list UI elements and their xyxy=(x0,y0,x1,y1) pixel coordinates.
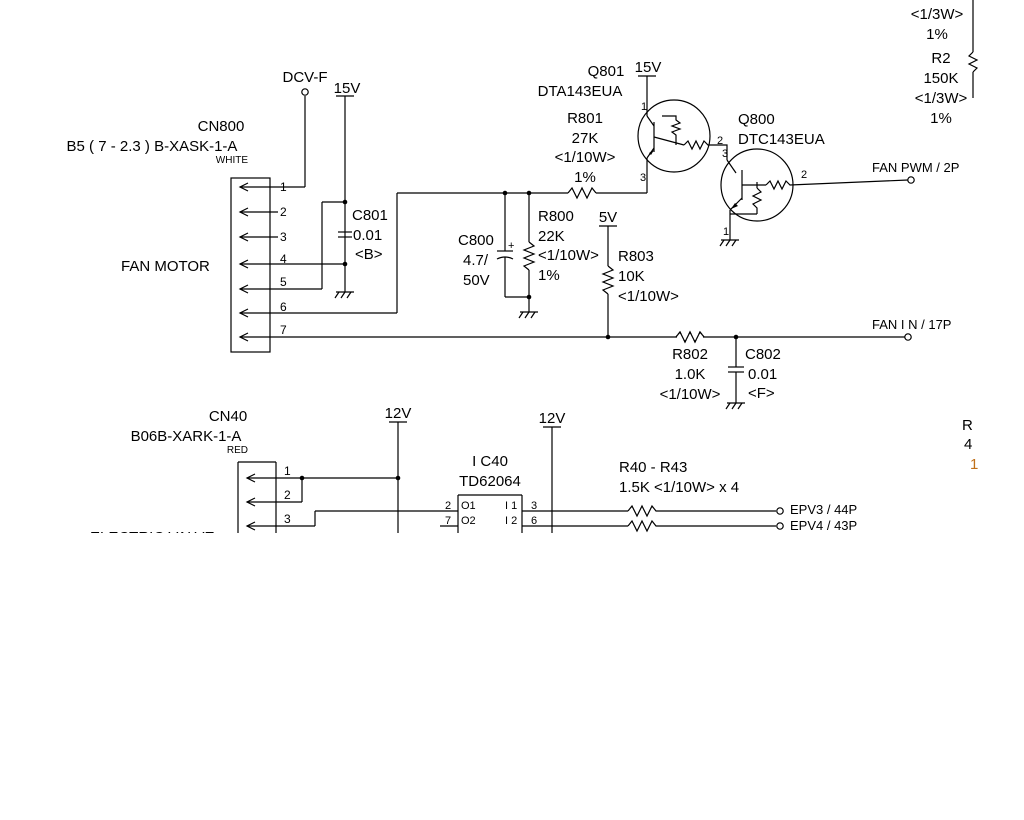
q801-pin-2: 2 xyxy=(717,135,723,147)
r2-tol-top: 1% xyxy=(926,26,948,43)
cn800-ref: CN800 xyxy=(198,118,245,135)
epv4-label: EPV4 / 43P xyxy=(790,518,857,533)
c800-ref: C800 xyxy=(458,232,494,249)
c802-value: 0.01 xyxy=(748,366,777,383)
cn800-part: B5 ( 7 - 2.3 ) B-XASK-1-A xyxy=(67,138,238,155)
cn800-pin-3: 3 xyxy=(280,230,287,244)
cn800-color: WHITE xyxy=(216,155,249,166)
q801-ref: Q801 xyxy=(588,63,625,80)
fan-in-terminal xyxy=(904,333,912,341)
ic40-driver: O1 O2 I 1 I 2 2 7 3 6 xyxy=(440,494,628,533)
c802-ref: C802 xyxy=(745,346,781,363)
r40-r43-ref: R40 - R43 xyxy=(619,459,687,476)
r801-value: 27K xyxy=(572,130,599,147)
r2-ref: R2 xyxy=(931,50,950,67)
cn40-pin-3: 3 xyxy=(284,512,291,526)
r2-power-top: <1/3W> xyxy=(911,6,964,23)
fan-supply-wiring xyxy=(304,95,354,299)
dcvf-label: DCV-F xyxy=(283,69,328,86)
ic40-i1: I 1 xyxy=(505,500,517,512)
dcvf-terminal xyxy=(301,88,309,96)
r40-r43-spec: 1.5K <1/10W> x 4 xyxy=(619,479,739,496)
q800-pin-1: 1 xyxy=(723,226,729,238)
edge-4-label: 4 xyxy=(964,436,972,453)
r40-r43-resistors xyxy=(627,504,776,533)
cn800-pin-2: 2 xyxy=(280,205,287,219)
c801-spec: <B> xyxy=(355,246,383,263)
q801-transistor: 1 2 3 xyxy=(637,75,728,184)
r802-ref: R802 xyxy=(672,346,708,363)
q800-transistor: 3 2 1 xyxy=(719,148,909,247)
fan-pwm-terminal xyxy=(907,176,915,184)
cn40-color: RED xyxy=(227,445,248,456)
ic40-pin-2: 2 xyxy=(445,500,451,512)
r800-ref: R800 xyxy=(538,208,574,225)
cn800-pin-1: 1 xyxy=(280,180,287,194)
r801-ref: R801 xyxy=(567,110,603,127)
cn800-pin-6: 6 xyxy=(280,300,287,314)
q800-part: DTC143EUA xyxy=(738,131,825,148)
edge-1-label: 1 xyxy=(970,456,978,473)
r2-tol: 1% xyxy=(930,110,952,127)
fan-motor-label: FAN MOTOR xyxy=(121,258,210,275)
cn40-part: B06B-XARK-1-A xyxy=(131,428,242,445)
r802-value: 1.0K xyxy=(675,366,706,383)
r2-power: <1/3W> xyxy=(915,90,968,107)
c801-ref: C801 xyxy=(352,207,388,224)
q800-ref: Q800 xyxy=(738,111,775,128)
r803-value: 10K xyxy=(618,268,645,285)
c800-polarity: + xyxy=(508,240,514,252)
cn40-connector: 1 2 3 xyxy=(237,461,458,533)
r800-tol: 1% xyxy=(538,267,560,284)
ic40-pin-3: 3 xyxy=(531,500,537,512)
epv4-terminal xyxy=(776,522,784,530)
c801-value: 0.01 xyxy=(353,227,382,244)
q800-pin-2: 2 xyxy=(801,169,807,181)
c802-spec: <F> xyxy=(748,385,775,402)
electric-valve-label: ELECTRIC VALVE xyxy=(90,529,214,546)
cn800-pin-5: 5 xyxy=(280,275,287,289)
epv3-label: EPV3 / 44P xyxy=(790,502,857,517)
ic40-part: TD62064 xyxy=(459,473,521,490)
c800-value: 4.7/ xyxy=(463,252,489,269)
fan-in-label: FAN I N / 17P xyxy=(872,317,951,332)
rail-12v-a: 12V xyxy=(385,405,412,422)
rail-12v-wiring xyxy=(389,421,561,533)
ic40-pin-7: 7 xyxy=(445,515,451,527)
rail-12v-b: 12V xyxy=(539,410,566,427)
cn40-pin-1: 1 xyxy=(284,464,291,478)
ic40-o2: O2 xyxy=(461,515,476,527)
drive-net-wiring xyxy=(396,177,648,319)
q801-pin-3: 3 xyxy=(640,172,646,184)
r800-power: <1/10W> xyxy=(538,247,599,264)
rail-5v: 5V xyxy=(599,209,617,226)
r2-value: 150K xyxy=(923,70,958,87)
cn800-pin-7: 7 xyxy=(280,323,287,337)
ic40-o1: O1 xyxy=(461,500,476,512)
r802-power: <1/10W> xyxy=(660,386,721,403)
ic40-i2: I 2 xyxy=(505,515,517,527)
r2-resistor xyxy=(967,0,979,98)
cn40-pin-2: 2 xyxy=(284,488,291,502)
r803-power: <1/10W> xyxy=(618,288,679,305)
ic40-pin-6: 6 xyxy=(531,515,537,527)
ic40-ref: I C40 xyxy=(472,453,508,470)
r800-value: 22K xyxy=(538,228,565,245)
cn40-ref: CN40 xyxy=(209,408,247,425)
rail-15v-q801: 15V xyxy=(635,59,662,76)
edge-r-label: R xyxy=(962,417,973,434)
epv3-terminal xyxy=(776,507,784,515)
r803-ref: R803 xyxy=(618,248,654,265)
c800-voltage: 50V xyxy=(463,272,490,289)
q800-pin-3: 3 xyxy=(722,148,728,160)
fan-pwm-label: FAN PWM / 2P xyxy=(872,160,959,175)
q801-pin-1: 1 xyxy=(641,101,647,113)
cn800-pin-4: 4 xyxy=(280,252,287,266)
cn800-connector: 1 2 3 4 5 6 7 xyxy=(230,177,908,353)
rail-15v-cn800: 15V xyxy=(334,80,361,97)
q801-part: DTA143EUA xyxy=(538,83,623,100)
r801-tol: 1% xyxy=(574,169,596,186)
r801-power: <1/10W> xyxy=(555,149,616,166)
